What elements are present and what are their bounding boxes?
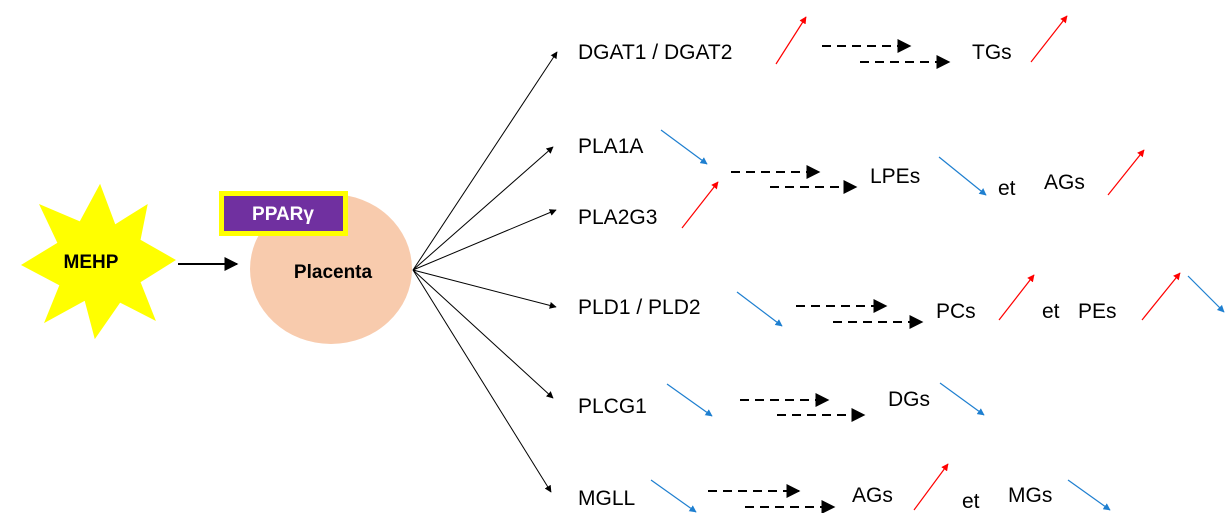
product-ags: AGs xyxy=(1044,171,1085,194)
ppar-box-inner xyxy=(224,196,343,231)
trend-down-icon xyxy=(939,382,985,416)
product-dgs: DGs xyxy=(888,388,930,411)
trend-up-icon xyxy=(998,274,1035,321)
product-ags-2: AGs xyxy=(852,484,893,507)
trend-up-icon xyxy=(1141,272,1181,321)
enzyme-mgll: MGLL xyxy=(578,487,635,510)
fan-arrow-pld xyxy=(412,269,557,309)
fan-arrow-dgat xyxy=(412,51,558,271)
product-mgs: MGs xyxy=(1008,484,1052,507)
connector-et: et xyxy=(998,177,1016,200)
trend-down-icon xyxy=(1067,479,1111,511)
mehp-burst xyxy=(20,183,176,340)
connector-et: et xyxy=(962,490,980,513)
mehp-label: MEHP xyxy=(64,252,119,273)
trend-up-icon xyxy=(1107,149,1145,196)
dashed-arrow xyxy=(822,39,951,69)
trend-up-icon xyxy=(775,16,807,65)
product-pes: PEs xyxy=(1078,300,1117,323)
trend-up-icon xyxy=(913,463,949,511)
product-pcs: PCs xyxy=(936,300,976,323)
fan-arrow-pla1a xyxy=(412,146,554,271)
enzyme-dgat: DGAT1 / DGAT2 xyxy=(578,41,732,64)
trend-down-icon xyxy=(736,291,783,327)
trend-up-icon xyxy=(681,181,719,229)
dashed-arrow xyxy=(796,299,924,329)
fan-arrow-plcg1 xyxy=(412,269,554,399)
enzyme-plcg1: PLCG1 xyxy=(578,395,647,418)
ppar-label: PPARγ xyxy=(252,204,314,225)
fan-arrows xyxy=(412,51,558,493)
trend-up-icon xyxy=(1030,15,1068,63)
product-tgs: TGs xyxy=(972,41,1012,64)
dashed-arrow xyxy=(740,393,866,422)
trend-down-icon xyxy=(938,156,987,196)
fan-arrow-pla2g3 xyxy=(412,209,557,271)
enzyme-pla2g3: PLA2G3 xyxy=(578,206,657,229)
dashed-arrow xyxy=(731,165,858,194)
trend-down-icon xyxy=(666,383,713,417)
placenta-label: Placenta xyxy=(294,262,373,283)
fan-arrow-mgll xyxy=(412,269,552,493)
dashed-arrow xyxy=(708,484,836,513)
enzyme-pla1a: PLA1A xyxy=(578,135,643,158)
trend-down-icon xyxy=(650,479,697,513)
product-lpes: LPEs xyxy=(870,165,920,188)
trend-down-icon xyxy=(660,129,708,165)
enzyme-pld: PLD1 / PLD2 xyxy=(578,296,701,319)
connector-et: et xyxy=(1042,300,1060,323)
trend-down-icon xyxy=(1187,275,1225,313)
